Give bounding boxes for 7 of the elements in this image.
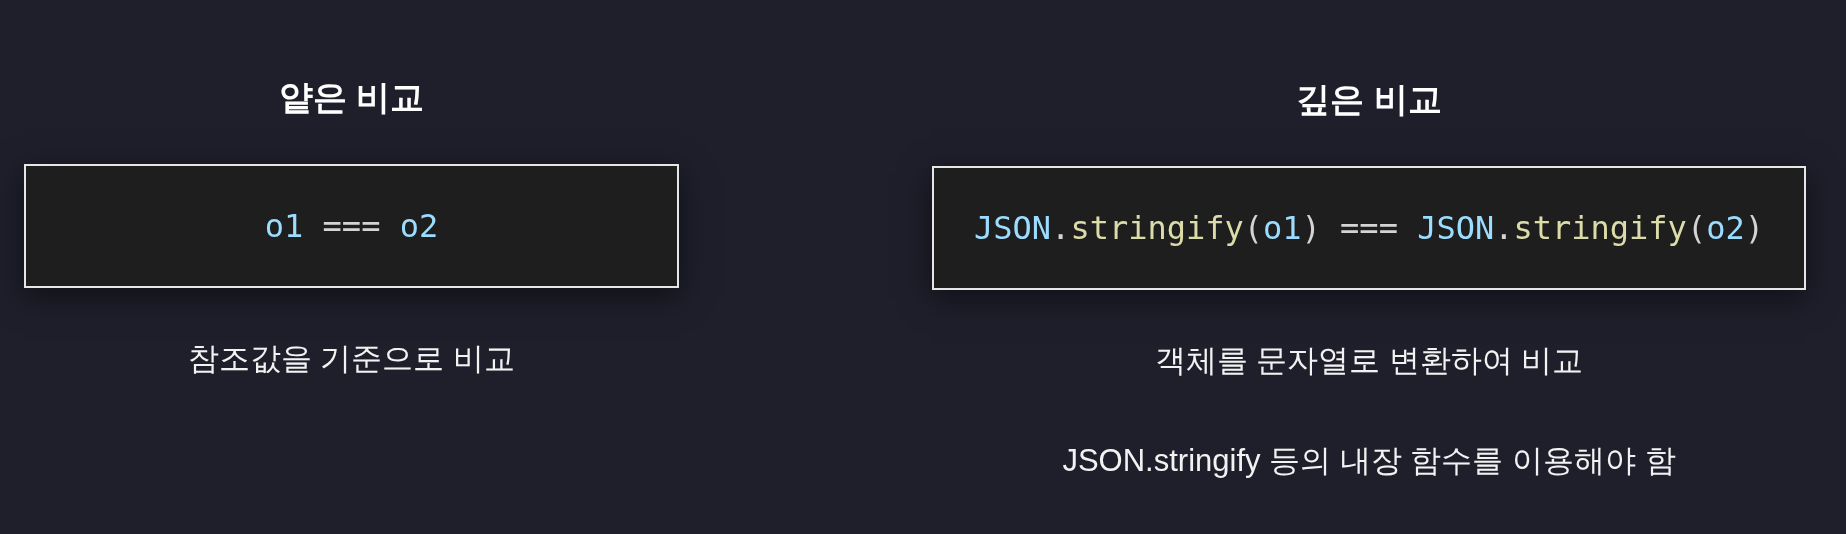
section-heading: 깊은 비교 <box>1296 79 1442 120</box>
code-box: o1 === o2 <box>24 164 679 288</box>
node-label: 참조값을 기준으로 비교 <box>187 340 516 378</box>
node-label: JSON.stringify 등의 내장 함수를 이용해야 함 <box>1062 442 1676 480</box>
code-box: JSON.stringify(o1) === JSON.stringify(o2) <box>932 166 1806 290</box>
node-label: 객체를 문자열로 변환하여 비교 <box>1154 342 1584 380</box>
section-heading: 얕은 비교 <box>278 77 425 118</box>
